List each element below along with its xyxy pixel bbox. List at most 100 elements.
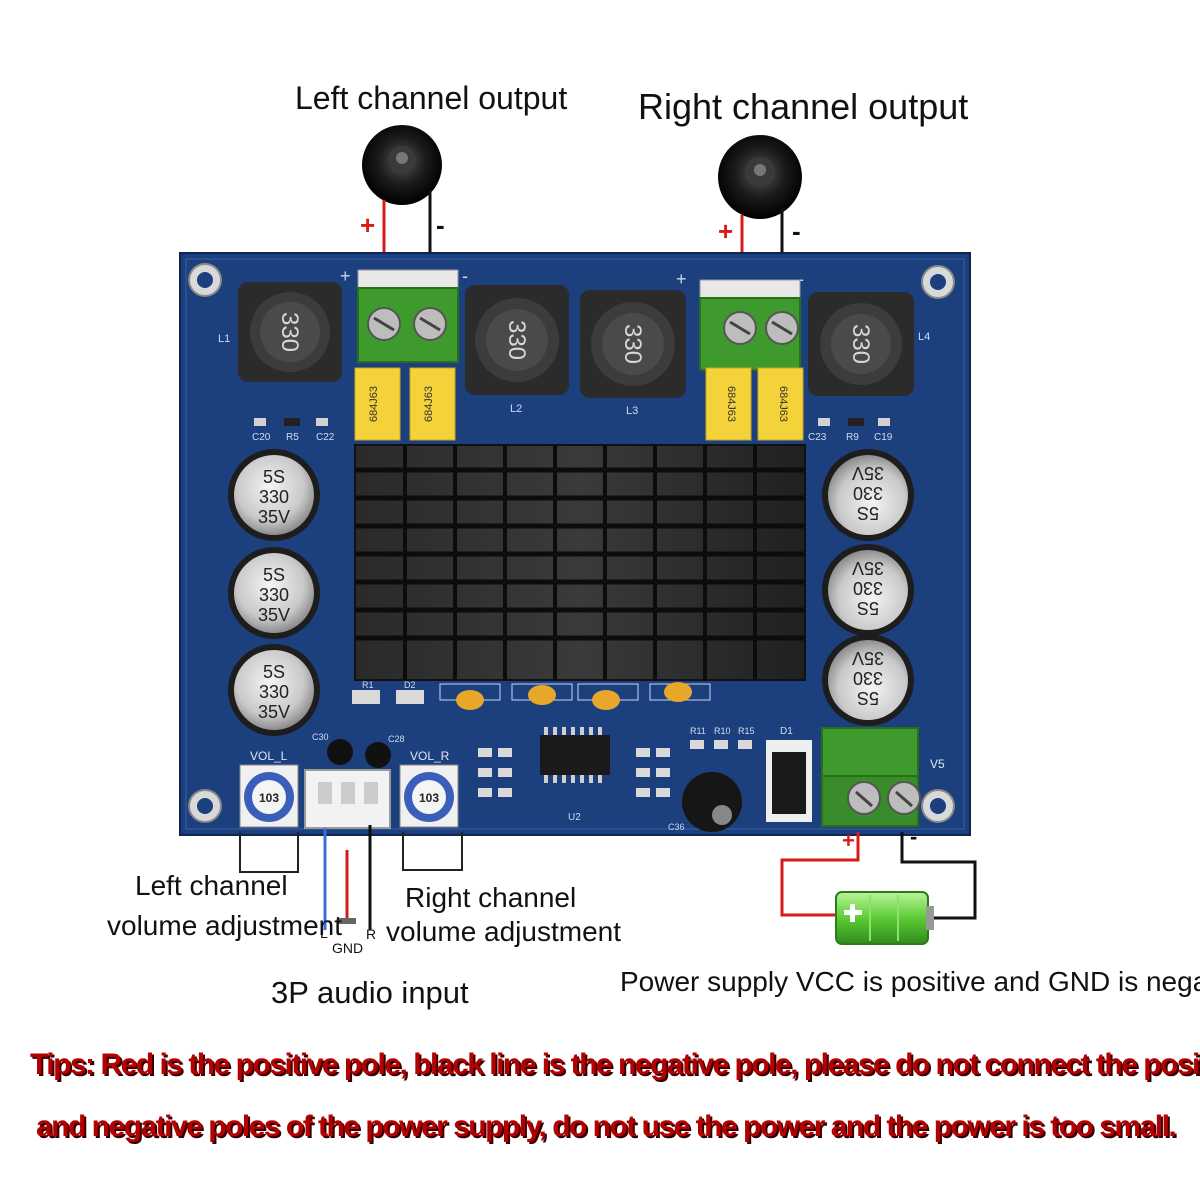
volume-brackets bbox=[239, 832, 463, 873]
cap-text: 35V bbox=[852, 463, 884, 483]
inductors: 330 L1 330 L2 330 L3 330 L4 bbox=[218, 282, 930, 417]
inductor-name-4: L4 bbox=[918, 331, 930, 343]
board-plus-left: + bbox=[340, 266, 351, 286]
cap-text: 5S bbox=[263, 565, 285, 585]
inductor-name-1: L1 bbox=[218, 333, 230, 345]
cap-text: 330 bbox=[853, 668, 883, 688]
diode: D1 bbox=[766, 726, 812, 822]
board-plus-right: + bbox=[676, 269, 687, 289]
left-minus-sign: - bbox=[436, 210, 445, 240]
smd-labels: C20 R5 C22 C23 R9 C19 bbox=[252, 418, 893, 443]
smd-label: C20 bbox=[252, 432, 271, 443]
cap-text: 330 bbox=[853, 483, 883, 503]
ic-chip: U2 bbox=[540, 727, 610, 823]
film-cap-code: 684J63 bbox=[368, 386, 380, 422]
board-minus-left: - bbox=[462, 266, 468, 286]
right-output-terminal bbox=[699, 279, 801, 371]
cap-text: 5S bbox=[857, 503, 879, 523]
right-capacitors: 5S 330 35V 5S 330 35V 5S 330 35V bbox=[822, 449, 914, 726]
cap-text: 35V bbox=[852, 648, 884, 668]
power-terminal: V5 bbox=[821, 727, 945, 827]
film-cap-code: 684J63 bbox=[423, 386, 435, 422]
pin-l-label: L bbox=[320, 925, 328, 941]
left-speaker-icon bbox=[362, 125, 442, 205]
smd-label: R1 bbox=[362, 680, 374, 690]
right-output-label: Right channel output bbox=[638, 86, 969, 127]
v5-label: V5 bbox=[930, 757, 945, 771]
smd-row: R1 D2 bbox=[352, 680, 711, 710]
cap-text: 35V bbox=[258, 605, 290, 625]
pot-code: 103 bbox=[259, 791, 279, 805]
film-capacitors: 684J63 684J63 684J63 684J63 bbox=[354, 367, 804, 441]
input-caps: C30 C28 bbox=[312, 732, 405, 768]
cap-text: 5S bbox=[263, 467, 285, 487]
inductor-code: 330 bbox=[503, 320, 530, 360]
smd-label: R11 bbox=[690, 726, 706, 736]
smd-label: C23 bbox=[808, 432, 827, 443]
cap-text: 330 bbox=[853, 578, 883, 598]
film-cap-code: 684J63 bbox=[777, 386, 789, 422]
pin-gnd-label: GND bbox=[332, 940, 364, 956]
inductor-code: 330 bbox=[276, 312, 303, 352]
cap-text: 330 bbox=[259, 487, 289, 507]
smd-label: R5 bbox=[286, 432, 299, 443]
left-volume-label-line2: volume adjustment bbox=[107, 910, 343, 941]
vol-r-label: VOL_R bbox=[410, 749, 450, 763]
cap-text: 5S bbox=[263, 662, 285, 682]
tips-line1: Tips: Red is the positive pole, black li… bbox=[30, 1048, 1200, 1081]
audio-input-label: 3P audio input bbox=[271, 975, 469, 1010]
inductor-code: 330 bbox=[619, 324, 646, 364]
pin-r-label: R bbox=[366, 926, 377, 942]
power-supply-label: Power supply VCC is positive and GND is … bbox=[620, 966, 1200, 997]
diode-name: D1 bbox=[780, 726, 793, 737]
left-plus-sign: + bbox=[360, 210, 375, 240]
left-output-label: Left channel output bbox=[295, 80, 568, 116]
smd-label: C22 bbox=[316, 432, 335, 443]
inductor-name-3: L3 bbox=[626, 405, 638, 417]
power-wires bbox=[780, 832, 977, 920]
right-speaker-icon bbox=[718, 135, 802, 219]
misc-labels: R11 R10 R15 C36 bbox=[668, 726, 755, 832]
smd-label: C19 bbox=[874, 432, 893, 443]
smd-label: R15 bbox=[738, 726, 755, 736]
cap-text: 35V bbox=[258, 702, 290, 722]
left-volume-label-line1: Left channel bbox=[135, 870, 288, 901]
left-volume-pot: VOL_L 103 bbox=[239, 749, 299, 828]
left-output-terminal bbox=[357, 269, 459, 363]
smd-label: C28 bbox=[388, 734, 405, 744]
film-cap-code: 684J63 bbox=[725, 386, 737, 422]
audio-input-wires bbox=[323, 825, 372, 930]
tips-line2: and negative poles of the power supply, … bbox=[36, 1110, 1177, 1143]
cap-vent bbox=[712, 805, 732, 825]
board-minus-right: - bbox=[798, 269, 804, 289]
right-plus-sign: + bbox=[718, 216, 733, 246]
smd-label: C30 bbox=[312, 732, 329, 742]
smd-label: C36 bbox=[668, 822, 685, 832]
vol-l-label: VOL_L bbox=[250, 749, 288, 763]
battery-icon bbox=[835, 891, 934, 945]
right-volume-label-line1: Right channel bbox=[405, 882, 577, 913]
right-volume-pot: VOL_R 103 bbox=[399, 749, 459, 828]
smd-label: R9 bbox=[846, 432, 859, 443]
electrolytic-cap-small bbox=[682, 772, 742, 832]
inductor-name-2: L2 bbox=[510, 403, 522, 415]
smd-label: R10 bbox=[714, 726, 731, 736]
audio-input-connector bbox=[304, 769, 391, 829]
right-minus-sign: - bbox=[792, 216, 801, 246]
cap-text: 330 bbox=[259, 585, 289, 605]
smd-label: D2 bbox=[404, 680, 416, 690]
power-plus-sign: + bbox=[842, 828, 855, 853]
cap-text: 5S bbox=[857, 688, 879, 708]
right-volume-label-line2: volume adjustment bbox=[386, 916, 622, 947]
gnd-wire-tip bbox=[338, 918, 356, 924]
cap-text: 5S bbox=[857, 598, 879, 618]
heatsink bbox=[354, 444, 806, 681]
left-capacitors: 5S 330 35V 5S 330 35V 5S 330 35V bbox=[228, 449, 320, 736]
cap-text: 35V bbox=[258, 507, 290, 527]
misc-smd bbox=[478, 740, 752, 797]
ic-name: U2 bbox=[568, 812, 581, 823]
inductor-code: 330 bbox=[847, 324, 874, 364]
pot-code: 103 bbox=[419, 791, 439, 805]
power-minus-sign: - bbox=[910, 824, 917, 849]
